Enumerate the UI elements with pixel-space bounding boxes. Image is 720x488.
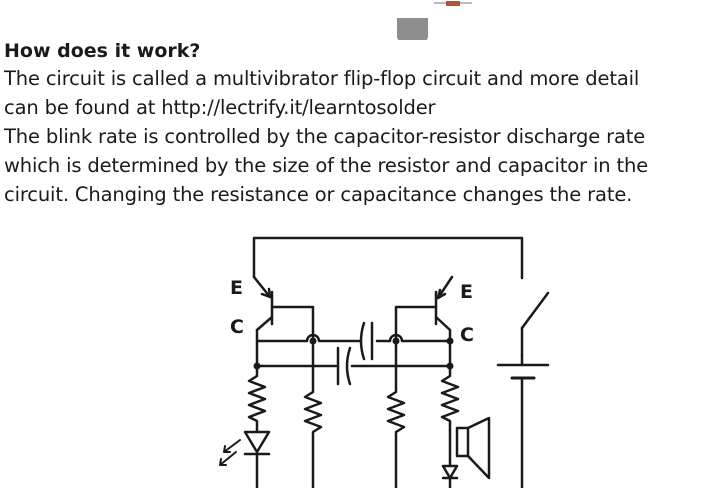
left-emitter-arrow-icon: [260, 287, 272, 299]
right-emitter-label: E: [460, 281, 473, 303]
multivibrator-circuit-diagram: E C E C: [219, 236, 550, 488]
paragraph-line-2: can be found at http://lectrify.it/learn…: [4, 96, 436, 119]
right-transistor: [394, 275, 454, 342]
speaker-icon: [455, 416, 491, 480]
explanation-section: How does it work? The circuit is called …: [4, 38, 718, 209]
paragraph-line-1: The circuit is called a multivibrator fl…: [4, 67, 640, 90]
right-base-resistor: [386, 339, 406, 488]
upper-coupling-wire-left: [255, 333, 362, 343]
cropped-resistor-icon: [434, 1, 472, 6]
cropped-gray-shape: [397, 18, 428, 40]
right-base-lead: [394, 305, 438, 342]
left-led-icon: [219, 430, 271, 488]
section-heading: How does it work?: [4, 40, 201, 62]
left-led-light-arrows-icon: [219, 439, 241, 466]
power-switch-icon: [520, 291, 550, 357]
paragraph-line-3: The blink rate is controlled by the capa…: [4, 125, 646, 148]
left-base-lead: [270, 305, 315, 342]
left-led-resistor: [247, 364, 267, 434]
junction-dots: [253, 337, 454, 370]
paragraph-line-4: which is determined by the size of the r…: [4, 154, 649, 177]
left-transistor: [252, 275, 315, 342]
left-collector-lead: [255, 315, 274, 332]
right-emitter-lead: [436, 275, 454, 300]
paragraph-line-5: circuit. Changing the resistance or capa…: [4, 183, 633, 206]
top-rail-wire: [252, 236, 524, 280]
top-decoration: [397, 1, 472, 40]
left-emitter-label: E: [230, 277, 243, 299]
right-collector-label: C: [460, 324, 474, 346]
right-led-icon: [441, 464, 459, 488]
lower-capacitor-icon: [336, 346, 352, 386]
right-led-resistor: [440, 364, 460, 432]
right-collector-lead: [434, 315, 452, 332]
upper-capacitor-icon: [359, 321, 374, 361]
upper-coupling-wire-right: [375, 333, 452, 343]
left-base-resistor: [303, 339, 323, 488]
left-collector-label: C: [230, 316, 244, 338]
left-emitter-lead: [252, 275, 272, 299]
battery-icon: [496, 353, 550, 488]
right-emitter-arrow-icon: [436, 288, 447, 300]
